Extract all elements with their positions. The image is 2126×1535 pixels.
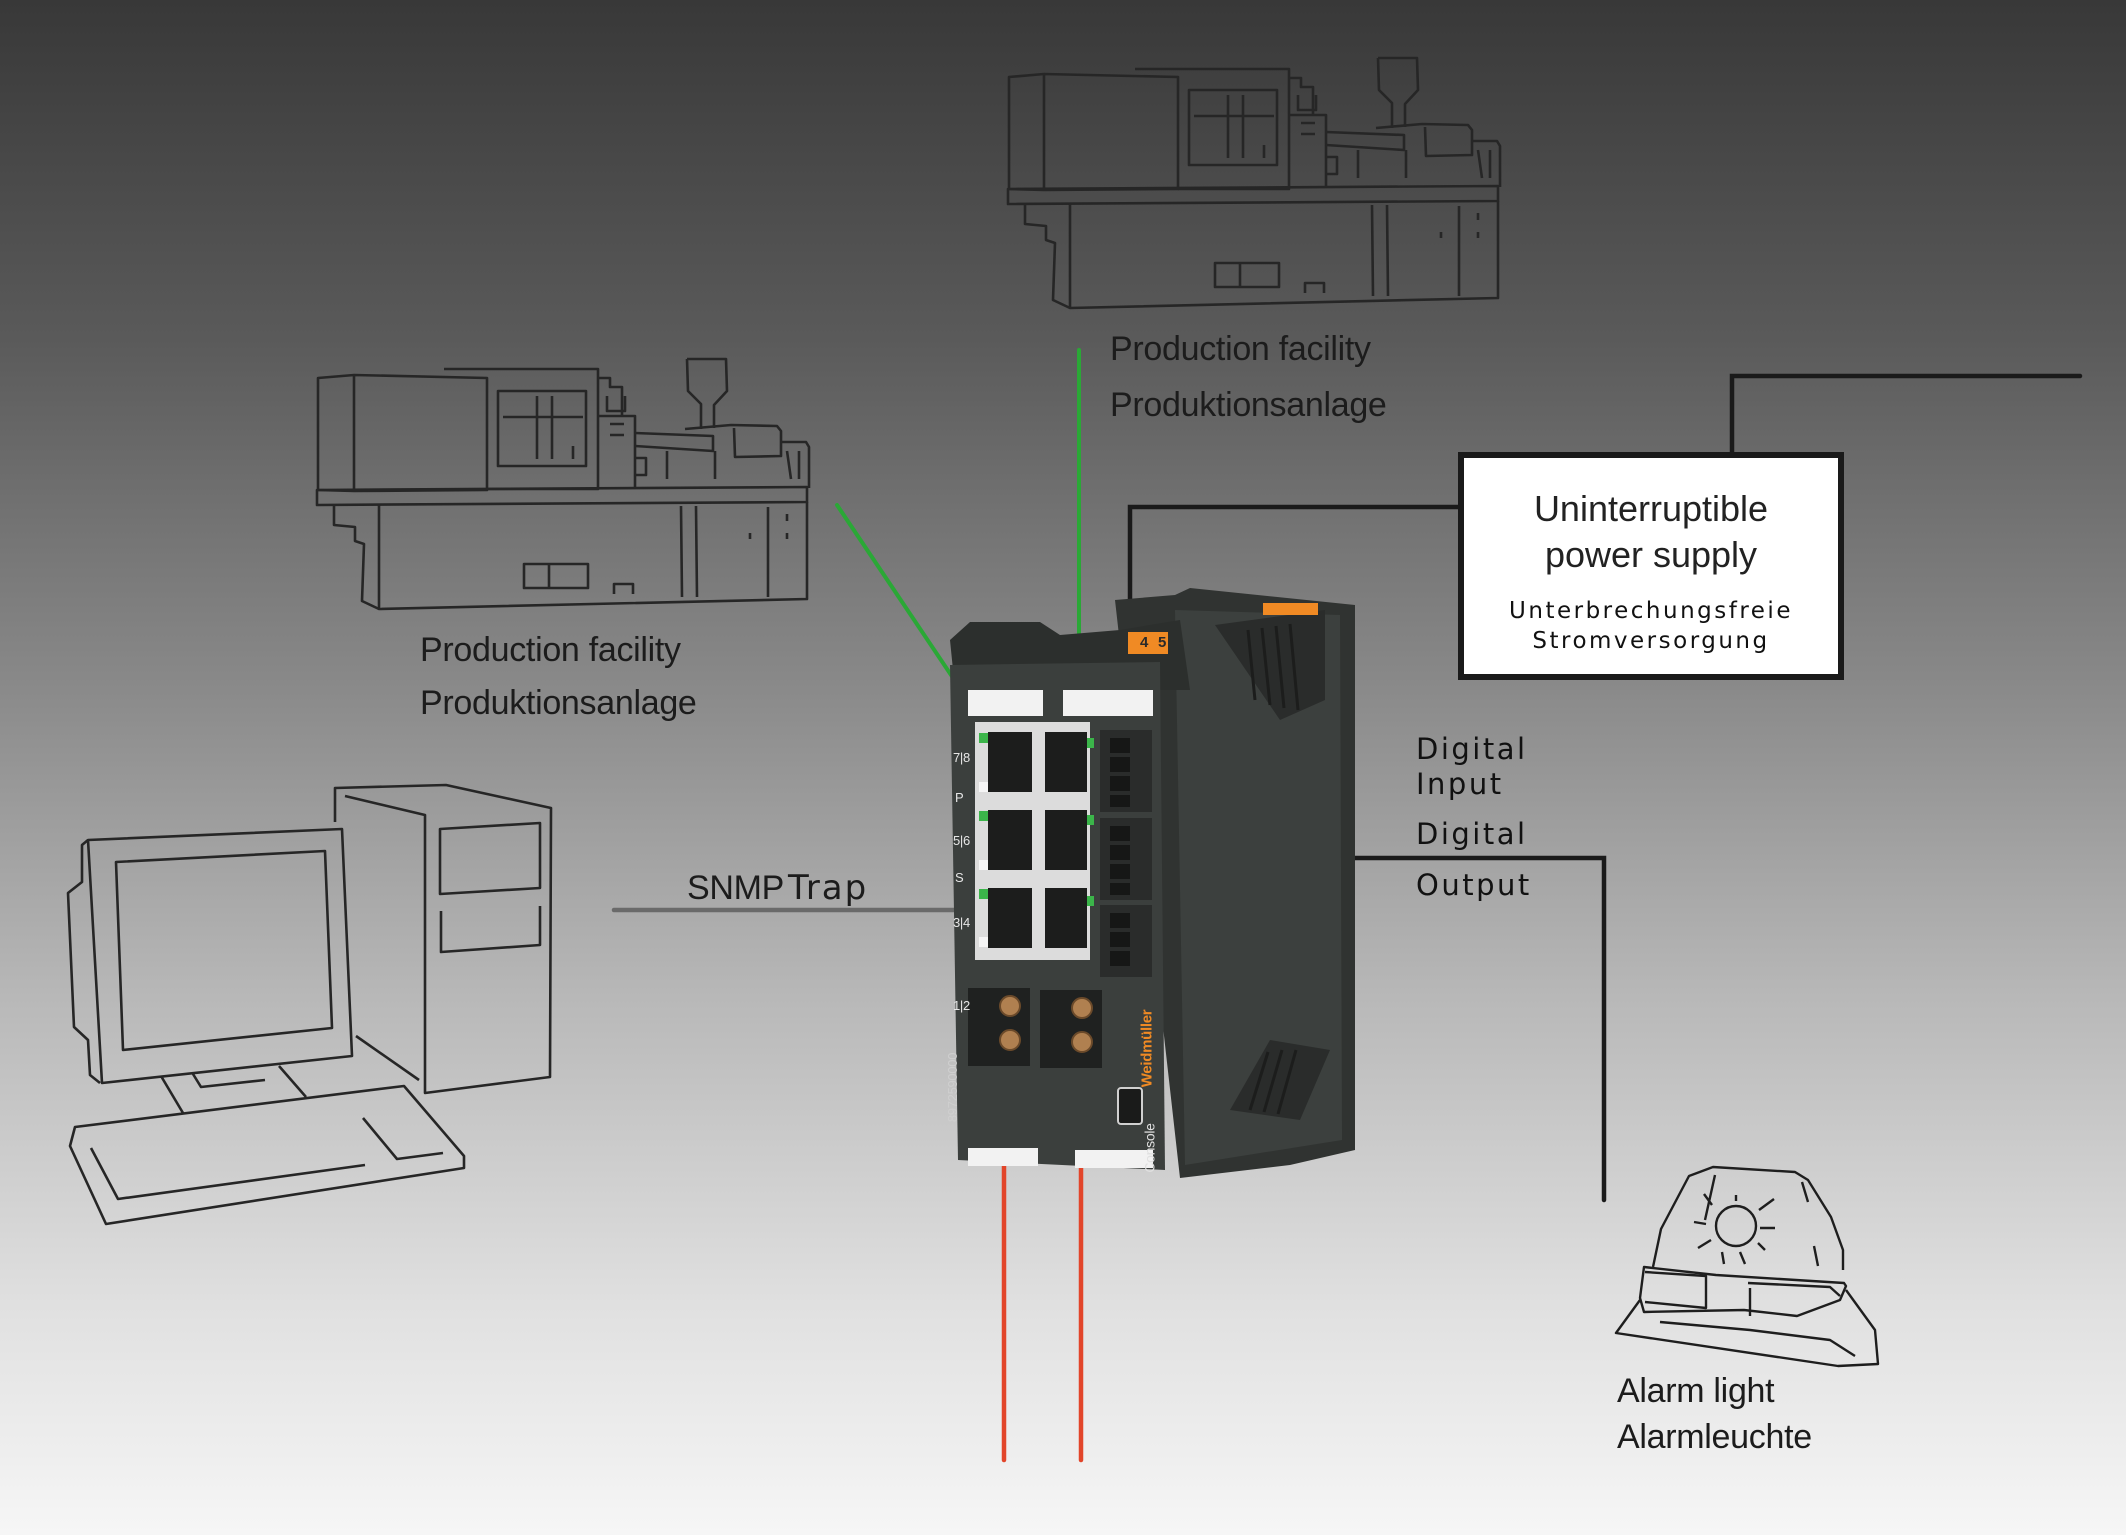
port-label-7-8: 7|8 [953,750,970,765]
facility-left-label-de: Produktionsanlage [420,684,697,722]
ups-label-de: Unterbrechungsfreie Stromversorgung [1464,596,1838,656]
power-line-ups-mains [1729,373,2083,455]
ups-label-en-line2: power supply [1544,534,1758,575]
port-label-1-2: 1|2 [953,998,970,1013]
terminal-number-4: 4 [1140,634,1149,651]
brand-logo: Weidmüller [1138,1009,1156,1088]
facility-top-label-en: Production facility [1110,330,1371,368]
port-label-5-6: 5|6 [953,833,970,848]
ups-label-de-line1: Unterbrechungsfreie [1509,598,1793,624]
port-label-p: P [955,790,964,805]
digital-output-label-2: Output [1416,868,1532,902]
machine-left-icon [315,357,811,611]
facility-top-label-de: Produktionsanlage [1110,386,1387,424]
part-number-label: 8972590000 [945,1052,961,1123]
port-label-3-4: 3|4 [953,915,970,930]
port-label-s: S [955,870,964,885]
snmp-label-part2: Trap [788,868,869,908]
console-port-label: Console [1141,1123,1158,1173]
alarm-label-en: Alarm light [1617,1372,1775,1410]
computer-icon [66,783,553,1226]
digital-output-label-1: Digital [1416,817,1528,851]
ups-box: Uninterruptible power supply Unterbrechu… [1458,452,1844,680]
ups-label-de-line2: Stromversorgung [1532,628,1770,654]
alarm-light-icon [1614,1165,1880,1368]
digital-input-label-1: Digital [1416,732,1528,766]
terminal-number-5: 5 [1158,634,1167,651]
alarm-label-de: Alarmleuchte [1617,1418,1812,1456]
snmp-label-part1: SNMP [687,869,785,907]
digital-input-label-2: Input [1416,767,1504,801]
switch-device [950,588,1355,1178]
ups-label-en-line1: Uninterruptible [1533,488,1769,529]
ups-label-en: Uninterruptible power supply [1464,486,1838,578]
facility-left-label-en: Production facility [420,631,681,669]
machine-top-icon [1006,56,1502,310]
